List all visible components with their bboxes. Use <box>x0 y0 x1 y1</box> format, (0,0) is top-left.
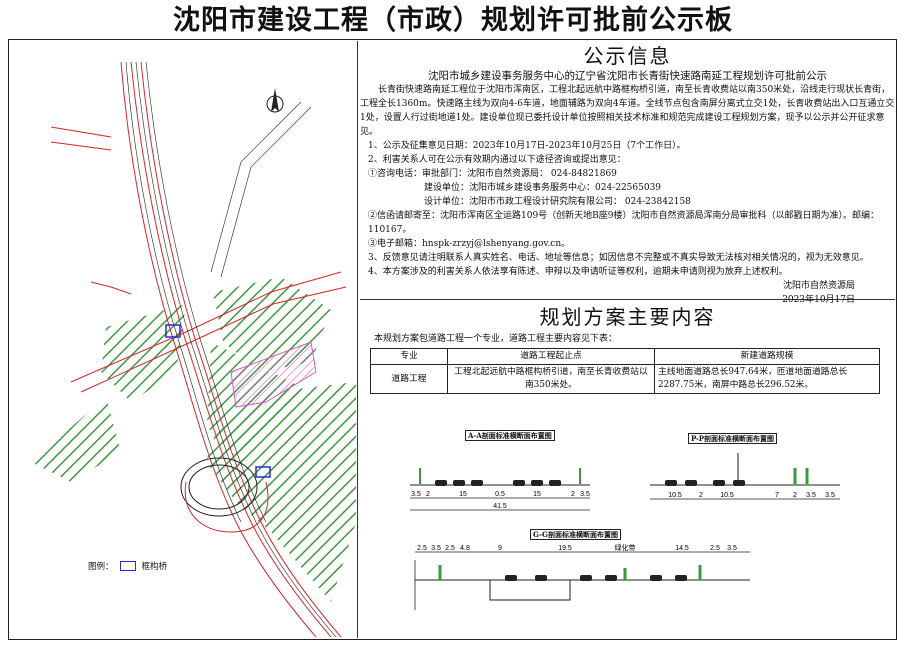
dim-label: 3.5 <box>431 545 441 552</box>
dim-label: 3.5 <box>727 545 737 552</box>
section-pp-drawing: 10.5 2 10.5 7 2 3.5 3.5 <box>650 453 840 500</box>
dim-label: 14.5 <box>675 545 689 552</box>
section-gg-drawing: 2.5 3.5 2.5 4.8 9 19.5 14.5 2.5 3.5 绿化带 <box>414 543 750 610</box>
dim-label: 15 <box>533 491 541 498</box>
section-aa-drawing: 3.5 2 15 0.5 15 2 3.5 41.5 <box>410 468 590 511</box>
site-plan-map <box>11 42 356 637</box>
table-cell: 主线地面道路总长947.64米，匝道地面道路总长2287.75米，南屏中路总长2… <box>654 364 880 394</box>
notice-heading: 公示信息 <box>583 44 672 68</box>
table-row: 道路工程 工程北起远航中路框构桥引道，南至长青收费站以南350米处。 主线地面道… <box>370 364 880 394</box>
plan-intro: 本规划方案包道路工程一个专业，道路工程主要内容见下表： <box>374 334 618 344</box>
north-arrow-icon <box>266 88 284 113</box>
panel-divider <box>357 41 358 638</box>
dim-total: 41.5 <box>493 503 507 510</box>
sign-date: 2023年10月17日 <box>782 295 855 305</box>
phone-title: ①咨询电话： <box>368 169 423 179</box>
table-header: 专业 <box>370 348 448 365</box>
table-header-row: 专业 道路工程起止点 新建道路规模 <box>370 348 880 365</box>
table-cell: 工程北起远航中路框构桥引道，南至长青收费站以南350米处。 <box>447 364 655 394</box>
approver-contact: 审批部门：沈阳市自然资源局： 024-84821869 <box>422 169 617 179</box>
dim-label: 2 <box>426 491 430 498</box>
plan-section: 规划方案主要内容 本规划方案包道路工程一个专业，道路工程主要内容见下表： 专业 … <box>360 300 895 638</box>
board-frame <box>8 39 897 640</box>
notice-item-4: 4、本方案涉及的利害关系人依法享有陈述、申辩以及申请听证等权利，逾期未申请则视为… <box>368 267 788 277</box>
notice-item-2: 2、利害关系人可在公示有效期内通过以下途径咨询或提出意见： <box>368 155 626 165</box>
legend-label: 图例： <box>88 562 114 572</box>
notice-subtitle: 沈阳市城乡建设事务服务中心的辽宁省沈阳市长青街快速路南延工程规划许可批前公示 <box>428 70 827 82</box>
dim-label: 19.5 <box>558 545 572 552</box>
box-bridge-legend-icon <box>119 561 136 571</box>
board-title: 沈阳市建设工程（市政）规划许可批前公示板 <box>173 5 733 36</box>
dim-label: 3.5 <box>411 491 421 498</box>
site-plan-drawing <box>31 61 356 637</box>
section-gg-title: G-G剖面标准横断面布置图 <box>530 529 621 540</box>
dim-label: 15 <box>459 491 467 498</box>
table-header: 新建道路规模 <box>654 348 880 365</box>
designer-contact: 设计单位：沈阳市市政工程设计研究院有限公司： 024-23842158 <box>424 197 691 207</box>
builder-contact: 建设单位：沈阳市城乡建设事务服务中心：024-22565039 <box>424 183 662 193</box>
gg-green-label: 绿化带 <box>615 543 636 552</box>
pink-plot <box>230 341 317 408</box>
legend-item: 框构桥 <box>141 562 168 572</box>
notice-item-1: 1、公示及征集意见日期：2023年10月17日-2023年10月25日（7个工作… <box>368 141 686 151</box>
table-header: 道路工程起止点 <box>447 348 655 365</box>
dim-label: 2 <box>793 492 797 499</box>
section-aa-title: A-A剖面标准横断面布置图 <box>465 430 555 441</box>
dim-label: 10.5 <box>720 492 734 499</box>
plan-heading: 规划方案主要内容 <box>539 305 716 329</box>
email-address: ③电子邮箱：hnspk-zrzyj@lshenyang.gov.cn。 <box>368 239 571 249</box>
dim-label: 9 <box>498 545 502 552</box>
dim-label: 2 <box>571 491 575 498</box>
plan-table: 专业 道路工程起止点 新建道路规模 道路工程 工程北起远航中路框构桥引道，南至长… <box>370 348 880 394</box>
map-legend: 图例： 框构桥 <box>88 560 167 572</box>
mail-address: ②信函请邮寄至：沈阳市浑南区全运路109号（创新天地B座9楼）沈阳市自然资源局浑… <box>368 211 880 235</box>
notice-body: 长青街快速路南延工程位于沈阳市浑南区，工程北起远航中路框构桥引道，南至长青收费站… <box>360 85 895 137</box>
dim-label: 7 <box>775 492 779 499</box>
dim-label: 3.5 <box>806 492 816 499</box>
notice-item-3: 3、反馈意见请注明联系人真实姓名、电话、地址等信息；如因信息不完整或不真实导致无… <box>368 253 869 263</box>
dim-label: 2.5 <box>417 545 427 552</box>
section-pp-title: P-P剖面标准横断面布置图 <box>688 433 778 444</box>
dim-label: 2.5 <box>710 545 720 552</box>
dim-label: 3.5 <box>825 492 835 499</box>
dim-label: 10.5 <box>668 492 682 499</box>
dim-label: 0.5 <box>495 491 505 498</box>
dim-label: 2.5 <box>445 545 455 552</box>
notice-section: 公示信息 沈阳市城乡建设事务服务中心的辽宁省沈阳市长青街快速路南延工程规划许可批… <box>360 41 895 305</box>
green-zone-west <box>101 304 186 402</box>
table-cell: 道路工程 <box>370 364 448 394</box>
dim-label: 4.8 <box>460 545 470 552</box>
dim-label: 3.5 <box>580 491 590 498</box>
dim-label: 2 <box>699 492 703 499</box>
sign-org: 沈阳市自然资源局 <box>782 281 855 291</box>
box-bridge-marker <box>165 324 181 338</box>
